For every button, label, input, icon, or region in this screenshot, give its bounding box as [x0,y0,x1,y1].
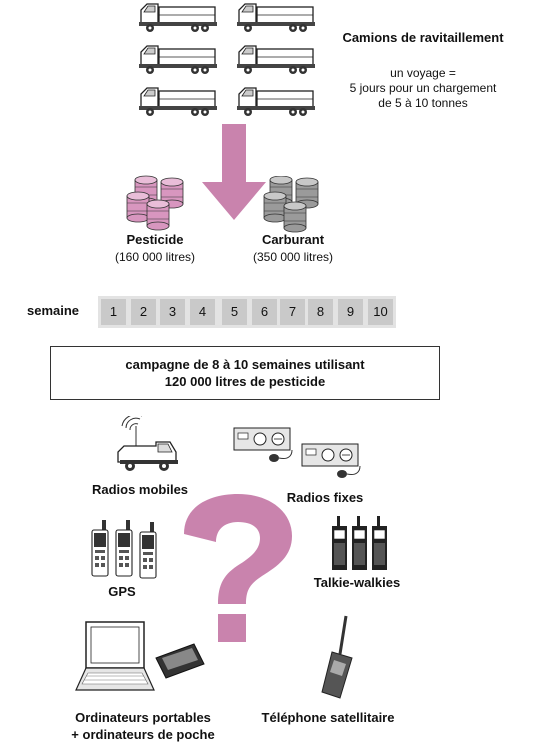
question-mark-icon [184,494,292,642]
fuel-volume: (350 000 litres) [252,250,334,264]
pesticide-volume: (160 000 litres) [114,250,196,264]
week-cell: 3 [160,299,185,325]
fuel-drums-icon [263,176,319,233]
week-label: semaine [27,303,80,318]
week-cell: 2 [131,299,156,325]
walkie-talkies-label: Talkie-walkies [313,575,401,590]
week-cell: 9 [338,299,363,325]
trucks-note-line: de 5 à 10 tonnes [378,96,468,110]
trucks-title: Camions de ravitaillement [342,30,504,45]
mobile-radios-label: Radios mobiles [91,482,189,497]
mobile-radio-vehicle-icon [117,416,178,471]
laptops-label-line1: Ordinateurs portables [75,710,211,725]
week-cell: 7 [280,299,305,325]
walkie-talkie-icon [331,515,388,571]
laptop-icon [75,621,155,691]
week-cell: 6 [252,299,277,325]
trucks-note: un voyage = 5 jours pour un chargement d… [318,66,528,111]
laptops-label-line2: + ordinateurs de poche [71,727,215,742]
pesticide-label: Pesticide [126,232,184,247]
pesticide-drums-icon [126,175,184,231]
fixed-radios-label: Radios fixes [286,490,364,505]
satellite-phone-icon [321,615,353,699]
trucks-note-line: un voyage = [390,66,456,80]
week-bar: 1 2 3 4 5 6 7 8 9 10 [98,296,396,328]
gps-label: GPS [108,584,136,599]
trucks-note-line: 5 jours pour un chargement [349,81,497,95]
campaign-line: 120 000 litres de pesticide [164,374,326,389]
week-cell: 1 [101,299,126,325]
down-arrow-icon [202,124,266,220]
fuel-label: Carburant [261,232,325,247]
supply-trucks-icon [138,3,316,117]
campaign-line: campagne de 8 à 10 semaines utilisant [125,357,365,372]
week-cell: 5 [222,299,247,325]
fixed-radio-icon [233,427,361,479]
week-cell: 4 [190,299,215,325]
week-cell: 8 [308,299,333,325]
pda-icon [155,643,205,679]
campaign-box: campagne de 8 à 10 semaines utilisant 12… [50,346,440,400]
week-cell: 10 [368,299,393,325]
satellite-phone-label: Téléphone satellitaire [261,710,395,725]
gps-icon [91,519,157,579]
